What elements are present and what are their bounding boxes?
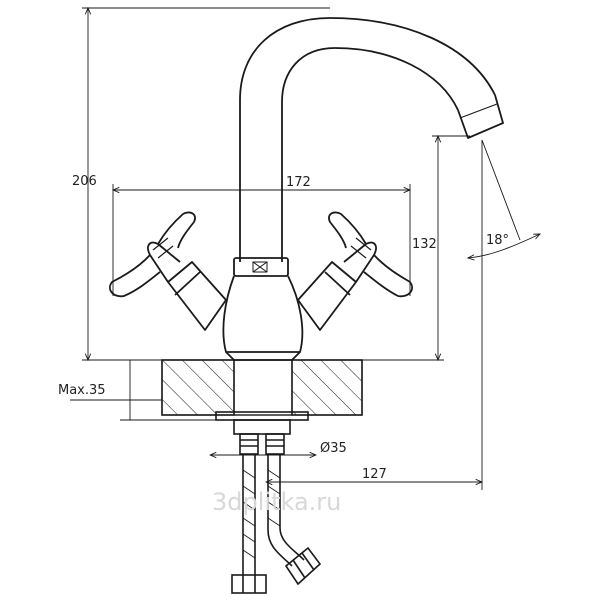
- mounting-shank: [215, 411, 309, 455]
- left-handle: [109, 211, 227, 331]
- dim-label-132: 132: [412, 237, 437, 252]
- right-handle: [297, 211, 413, 331]
- dim-label-diameter: Ø35: [320, 441, 347, 456]
- faucet-body: [222, 17, 504, 361]
- countertop-section: [161, 359, 363, 416]
- dim-label-172: 172: [286, 175, 311, 190]
- flexible-hoses: [231, 454, 322, 594]
- dim-label-max: Max.35: [58, 383, 106, 398]
- dim-label-127: 127: [362, 467, 387, 482]
- dim-label-206: 206: [72, 174, 97, 189]
- dim-label-angle: 18°: [486, 233, 509, 248]
- watermark-text: 3dplitka.ru: [212, 488, 341, 516]
- dimension-lines: [70, 8, 540, 490]
